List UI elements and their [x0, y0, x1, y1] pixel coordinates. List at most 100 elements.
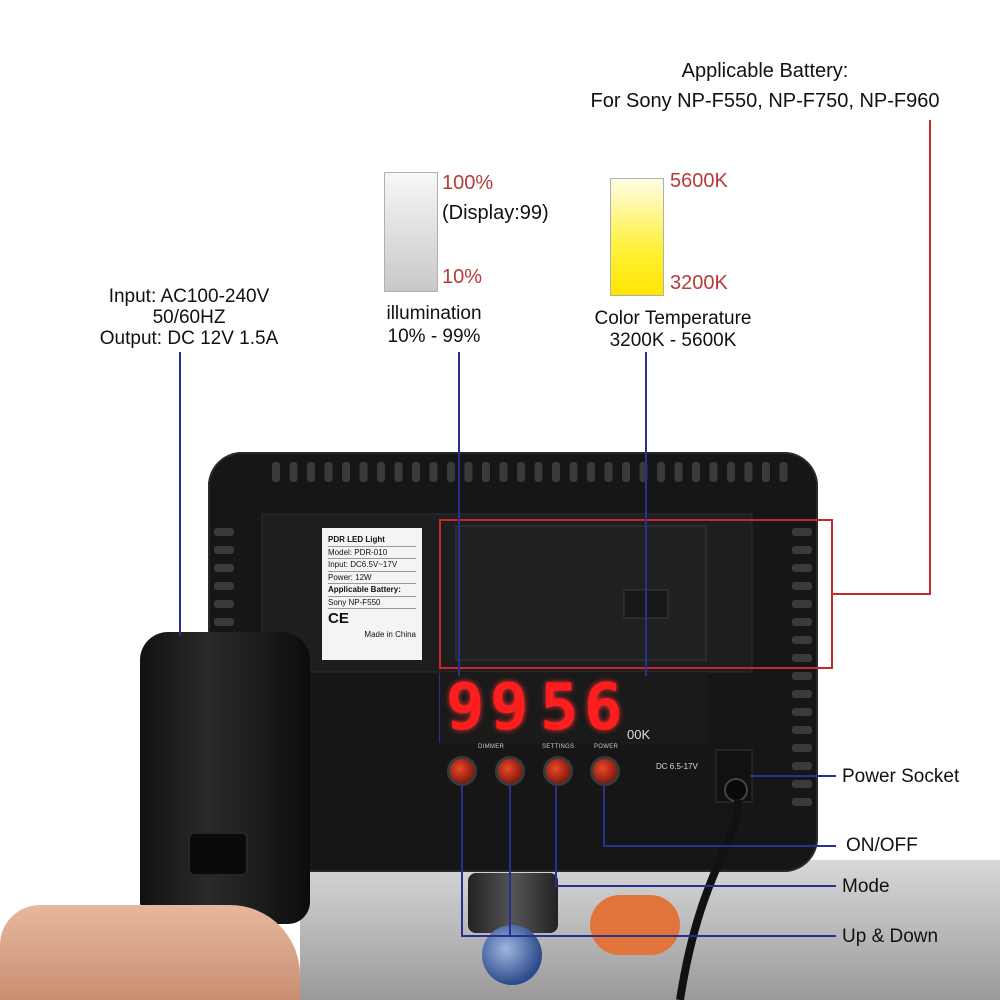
display-unit: 00K: [627, 727, 651, 742]
illumination-gradient: [384, 172, 438, 292]
vent-slot: [324, 462, 333, 482]
display-digit-2: 9: [490, 671, 529, 745]
vent-slot: [727, 462, 735, 482]
vent-slot: [569, 462, 578, 482]
led-display: [440, 672, 708, 744]
vent-slot: [412, 462, 420, 482]
vent-slot: [272, 462, 280, 482]
label-brand: PDR LED Light: [328, 534, 416, 547]
battery-models: For Sony NP-F550, NP-F750, NP-F960: [590, 90, 940, 112]
vent-slot: [464, 462, 473, 482]
vent-slot: [792, 726, 812, 734]
input-spec: Input: AC100-240V: [108, 286, 270, 307]
vent-slot: [214, 618, 234, 626]
power-button[interactable]: [590, 756, 620, 786]
vent-slot: [622, 462, 630, 482]
vent-slot: [552, 462, 560, 482]
dc-input-label: DC 6.5-17V: [656, 762, 698, 771]
vent-slot: [792, 780, 812, 788]
vent-slot: [214, 582, 234, 590]
vent-slot: [214, 600, 234, 608]
illumination-display-note: (Display:99): [442, 202, 549, 224]
vent-slot: [289, 462, 298, 482]
hand: [0, 905, 300, 1000]
display-digit-1: 9: [446, 671, 485, 745]
vent-slot: [792, 690, 812, 698]
callout-on-off: ON/OFF: [846, 835, 918, 856]
power-label: POWER: [594, 744, 619, 750]
illumination-max: 100%: [442, 172, 494, 194]
battery-title: Applicable Battery:: [681, 60, 849, 82]
color-temp-title: Color Temperature: [594, 308, 752, 329]
vent-slot: [214, 564, 234, 572]
callout-power-socket: Power Socket: [842, 766, 960, 787]
label-input: Input: DC6.5V~17V: [328, 559, 416, 572]
vent-slot: [394, 462, 403, 482]
vent-slot: [792, 636, 812, 644]
label-battery-model: Sony NP-F550: [328, 597, 416, 609]
vent-slot: [792, 564, 812, 572]
vent-slot: [792, 672, 812, 680]
vent-slot: [792, 528, 812, 536]
vent-slot: [779, 462, 788, 482]
illumination-min: 10%: [442, 266, 483, 288]
output-spec: Output: DC 12V 1.5A: [99, 328, 279, 349]
vent-slot: [792, 618, 812, 626]
mount-shoe: [468, 873, 558, 933]
label-model: Model: PDR-010: [328, 547, 416, 559]
vent-slot: [792, 654, 812, 662]
vent-slot: [792, 600, 812, 608]
vent-slot: [674, 462, 683, 482]
settings-label: SETTINGS: [542, 744, 575, 750]
device-spec-label: PDR LED Light Model: PDR-010 Input: DC6.…: [322, 528, 422, 660]
vent-slot: [214, 528, 234, 536]
settings-button[interactable]: [543, 756, 573, 786]
color-temperature-gradient: [610, 178, 664, 296]
callout-up-down: Up & Down: [842, 926, 939, 947]
vent-slot: [792, 762, 812, 770]
orange-object: [590, 895, 680, 955]
vent-slot: [762, 462, 770, 482]
vent-slot: [517, 462, 525, 482]
vent-slot: [792, 798, 812, 806]
vent-slot: [342, 462, 350, 482]
vent-slot: [447, 462, 455, 482]
label-marks: CE: [328, 610, 349, 627]
color-temp-min: 3200K: [670, 272, 728, 294]
dimmer-label: DIMMER: [478, 744, 505, 750]
vent-slot: [657, 462, 665, 482]
vent-slot: [792, 582, 812, 590]
adapter-plate: [188, 832, 248, 876]
vent-slot: [534, 462, 543, 482]
vent-slot: [499, 462, 508, 482]
vent-slot: [744, 462, 753, 482]
vent-slot: [359, 462, 368, 482]
display-digit-3: 5: [540, 671, 579, 745]
vent-slot: [692, 462, 700, 482]
dimmer-down-button[interactable]: [495, 756, 525, 786]
vent-slot: [587, 462, 595, 482]
color-temp-max: 5600K: [670, 170, 728, 192]
display-digit-4: 6: [584, 671, 623, 745]
vent-slot: [709, 462, 718, 482]
callout-mode: Mode: [842, 876, 890, 897]
vent-slot: [377, 462, 385, 482]
vent-slot: [307, 462, 315, 482]
frequency-spec: 50/60HZ: [152, 307, 226, 328]
illumination-range: 10% - 99%: [387, 326, 481, 347]
label-power: Power: 12W: [328, 572, 416, 584]
vent-slot: [604, 462, 613, 482]
color-temp-range: 3200K - 5600K: [609, 330, 737, 351]
vent-slot: [429, 462, 438, 482]
label-origin: Made in China: [364, 630, 416, 639]
dimmer-up-button[interactable]: [447, 756, 477, 786]
vent-slot: [214, 546, 234, 554]
vent-slot: [482, 462, 490, 482]
illumination-title: illumination: [386, 303, 482, 324]
vent-slot: [792, 708, 812, 716]
vent-slot: [792, 546, 812, 554]
label-battery-title: Applicable Battery:: [328, 584, 416, 597]
vent-slot: [792, 744, 812, 752]
